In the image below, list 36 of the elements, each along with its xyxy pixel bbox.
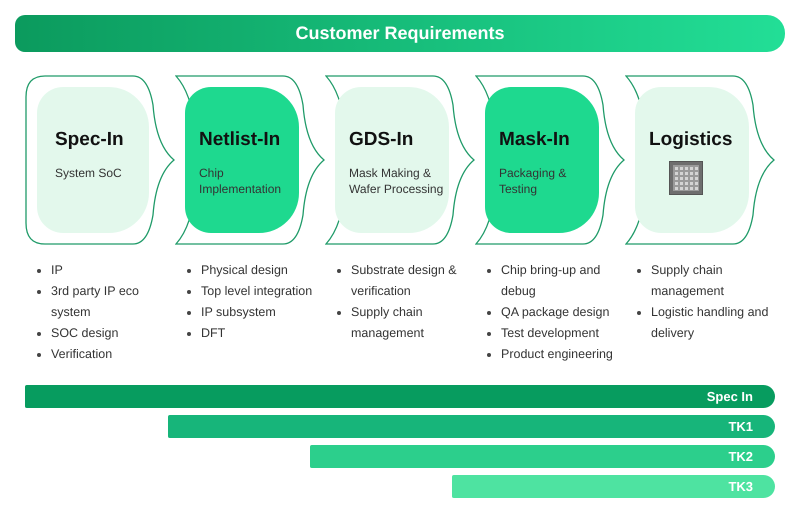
stage-title: Mask-In — [499, 129, 571, 151]
list-item: SOC design — [51, 326, 118, 340]
stage-subtitle: System SoC — [55, 165, 123, 181]
list-item: Top level integration — [201, 284, 312, 298]
list-item: DFT — [201, 326, 226, 340]
list-item: Supply chain management — [651, 263, 724, 298]
stage-card — [175, 75, 325, 245]
stage-card — [475, 75, 625, 245]
list-item: QA package design — [501, 305, 610, 319]
list-item: IP subsystem — [201, 305, 276, 319]
stage-title: Logistics — [649, 129, 734, 151]
timeline-bar: TK3 — [452, 475, 775, 498]
stage-subtitle: Packaging & Testing — [499, 165, 568, 197]
list-item: IP — [51, 263, 63, 277]
header-band: Customer Requirements — [15, 15, 785, 52]
list-item: Product engineering — [501, 347, 613, 361]
stage-card — [25, 75, 175, 245]
chip-drawing — [669, 161, 703, 195]
timeline-bar: Spec In — [25, 385, 775, 408]
stage-subtitle: Chip Implementation — [199, 165, 282, 197]
list-item: 3rd party IP eco system — [51, 284, 140, 319]
list-item: Verification — [51, 347, 112, 361]
stage-title: GDS-In — [349, 129, 414, 151]
stage-card — [625, 75, 775, 245]
timeline-bar: TK2 — [310, 445, 775, 468]
list-item: Logistic handling and delivery — [651, 305, 768, 340]
list-item: Test development — [501, 326, 599, 340]
list-item: Physical design — [201, 263, 288, 277]
list-item: Supply chain management — [351, 305, 424, 340]
stage-title: Netlist-In — [199, 129, 282, 151]
stage-title: Spec-In — [55, 129, 125, 151]
stage-subtitle: Mask Making & Wafer Processing — [349, 165, 444, 197]
timeline-bar: TK1 — [168, 415, 775, 438]
list-item: Chip bring-up and debug — [501, 263, 600, 298]
list-item: Substrate design & verification — [351, 263, 457, 298]
stage-card — [325, 75, 475, 245]
